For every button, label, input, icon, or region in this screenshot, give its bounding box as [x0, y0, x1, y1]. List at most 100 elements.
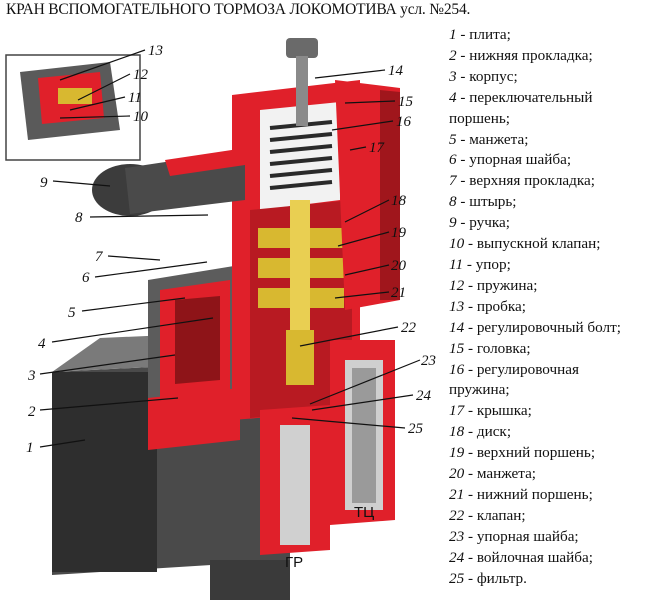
legend-item: 7 - верхняя прокладка;: [449, 171, 665, 192]
legend-item-text: - корпус;: [456, 67, 518, 85]
callout-7: 7: [95, 249, 104, 265]
legend-item-text: - упорная шайба;: [456, 151, 572, 169]
legend-item-text: - регулировочный болт;: [464, 318, 621, 336]
legend-item: 24 - войлочная шайба;: [449, 548, 665, 569]
legend-item-number: 6: [449, 151, 457, 169]
callout-1: 1: [26, 440, 34, 456]
legend-item: 21 - нижний поршень;: [449, 485, 665, 506]
callout-17: 17: [369, 140, 386, 156]
legend-item-number: 11: [449, 255, 464, 273]
legend-item-text: - головка;: [464, 339, 531, 357]
port-label-tc: ТЦ: [354, 504, 374, 521]
legend-item: 9 - ручка;: [449, 213, 665, 234]
callout-23: 23: [421, 353, 436, 369]
legend-item: 6 - упорная шайба;: [449, 150, 665, 171]
legend-item: 3 - корпус;: [449, 67, 665, 88]
callout-14: 14: [388, 63, 404, 79]
callout-12: 12: [133, 67, 149, 83]
legend-item: 14 - регулировочный болт;: [449, 318, 665, 339]
legend-item-text: - упорная шайба;: [464, 527, 579, 545]
callout-4: 4: [38, 336, 46, 352]
legend-item: 23 - упорная шайба;: [449, 527, 665, 548]
legend-item: 8 - штырь;: [449, 192, 665, 213]
legend-item-number: 20: [449, 465, 465, 483]
callout-22: 22: [401, 320, 417, 336]
legend-item: 2 - нижняя прокладка;: [449, 46, 665, 67]
callout-8: 8: [75, 210, 83, 226]
legend-item: 25 - фильтр.: [449, 569, 665, 590]
valve-body: [148, 265, 240, 450]
legend-item: 5 - манжета;: [449, 130, 665, 151]
callout-15: 15: [398, 94, 414, 110]
legend-item: 10 - выпускной клапан;: [449, 234, 665, 255]
parts-legend: 1 - плита;2 - нижняя прокладка;3 - корпу…: [449, 25, 665, 589]
lower-fittings: [260, 340, 395, 555]
legend-item-text: - клапан;: [464, 506, 526, 524]
callout-9: 9: [40, 175, 48, 191]
legend-item-number: 4: [449, 88, 457, 106]
callout-10: 10: [133, 109, 149, 125]
legend-item: 4 - переключательный: [449, 88, 665, 109]
legend-item-text: - упор;: [463, 255, 511, 273]
callout-20: 20: [391, 258, 407, 274]
leader-lines: [39, 49, 421, 448]
legend-item-number: 14: [449, 318, 465, 336]
legend-item-number: 22: [449, 506, 465, 524]
legend-item-number: 13: [449, 297, 465, 315]
legend-item-text: - пробка;: [464, 297, 526, 315]
legend-item-text: - пружина;: [464, 276, 538, 294]
handle: [92, 148, 245, 216]
legend-item-number: 12: [449, 276, 465, 294]
legend-item-text: - манжета;: [456, 130, 529, 148]
callout-24: 24: [416, 388, 432, 404]
legend-item-number: 21: [449, 485, 465, 503]
callout-3: 3: [27, 368, 36, 384]
legend-item-number: 9: [449, 214, 457, 232]
legend-item: 19 - верхний поршень;: [449, 443, 665, 464]
callout-19: 19: [391, 225, 407, 241]
legend-item: 16 - регулировочная: [449, 360, 665, 381]
legend-item: 11 - упор;: [449, 255, 665, 276]
callout-6: 6: [82, 270, 90, 286]
diagram-title: КРАН ВСПОМОГАТЕЛЬНОГО ТОРМОЗА ЛОКОМОТИВА…: [6, 1, 471, 18]
legend-item-text: - выпускной клапан;: [464, 235, 601, 253]
legend-item: 18 - диск;: [449, 422, 665, 443]
callout-labels: 1 2 3 4 5 6 7 8 9 10 11 12 13 14 15 16 1…: [26, 43, 436, 456]
legend-item-number: 18: [449, 423, 465, 441]
legend-item-text: - верхняя прокладка;: [456, 172, 596, 190]
legend-item-number: 5: [449, 130, 457, 148]
legend-item-number: 3: [449, 67, 457, 85]
legend-item: 15 - головка;: [449, 339, 665, 360]
legend-item-text: поршень;: [449, 109, 511, 127]
callout-25: 25: [408, 421, 424, 437]
legend-item-text: - регулировочная: [464, 360, 579, 378]
cover: [335, 80, 400, 310]
legend-item: 1 - плита;: [449, 25, 665, 46]
legend-item-text: - манжета;: [464, 465, 537, 483]
callout-2: 2: [28, 404, 36, 420]
callout-11: 11: [128, 90, 142, 106]
legend-item-number: 8: [449, 193, 457, 211]
legend-item-number: 19: [449, 444, 465, 462]
legend-item: 22 - клапан;: [449, 506, 665, 527]
legend-item-text: - переключательный: [456, 88, 593, 106]
legend-item-number: 16: [449, 360, 465, 378]
regulating-spring: [269, 120, 333, 190]
port-label-gr: ГР: [285, 554, 303, 571]
legend-item: 20 - манжета;: [449, 464, 665, 485]
legend-item-text: - войлочная шайба;: [464, 548, 593, 566]
callout-13: 13: [148, 43, 163, 59]
callout-18: 18: [391, 193, 407, 209]
legend-item-text: - ручка;: [456, 214, 510, 232]
legend-item-number: 15: [449, 339, 465, 357]
legend-item-number: 25: [449, 569, 465, 587]
callout-21: 21: [391, 285, 406, 301]
legend-item: 12 - пружина;: [449, 276, 665, 297]
legend-item-number: 7: [449, 172, 457, 190]
inset-detail: [5, 54, 141, 161]
adjusting-bolt: [286, 38, 318, 126]
legend-item: поршень;: [449, 109, 665, 130]
legend-item: 17 - крышка;: [449, 401, 665, 422]
legend-item-text: - диск;: [464, 423, 512, 441]
